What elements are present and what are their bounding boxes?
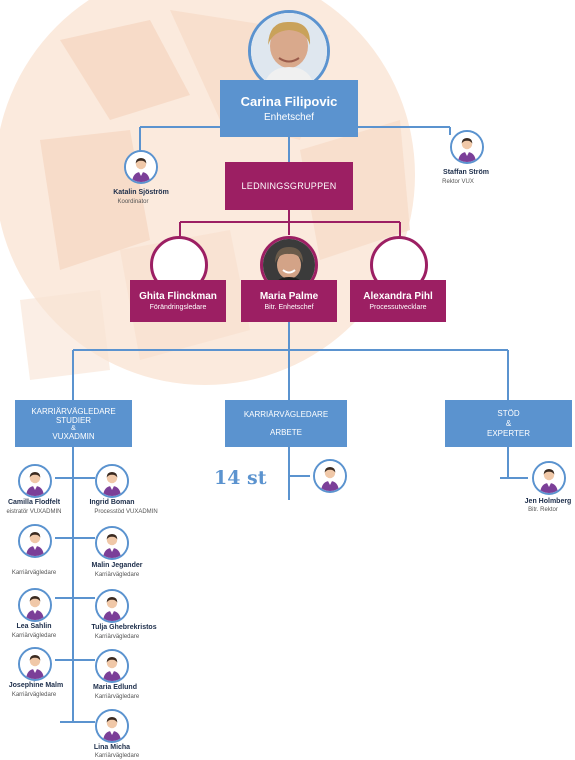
staff-role: Karriärvägledare xyxy=(11,692,57,698)
leadership-group-box: LEDNINGSGRUPPEN xyxy=(225,162,353,210)
leader-name: Maria Palme xyxy=(259,291,319,302)
person-icon xyxy=(532,461,566,495)
staff-name: Josephine Malm xyxy=(8,682,64,689)
person-icon xyxy=(95,464,129,498)
person-icon xyxy=(95,589,129,623)
staff-name: Malin Jegander xyxy=(91,562,143,569)
staff-name: Lea Sahlin xyxy=(16,623,52,630)
staff-role: Karriärvägledare xyxy=(11,570,57,576)
work-count: 14 st xyxy=(214,467,267,489)
head-title: Enhetschef xyxy=(263,112,315,123)
leader-name: Ghita Flinckman xyxy=(139,291,217,302)
staff-role: Karriärvägledare xyxy=(94,694,140,700)
expert-name: Jen Holmberg xyxy=(524,498,572,505)
staff-name: Camilla Flodfelt xyxy=(7,499,61,506)
person-icon xyxy=(18,588,52,622)
leader-box: Ghita Flinckman Förändringsledare xyxy=(130,280,226,322)
staff-name: Ingrid Boman xyxy=(89,499,135,506)
leader-role: Bitr. Enhetschef xyxy=(264,304,314,311)
unit-line: KARRIÄRVÄGLEDARE xyxy=(31,406,116,416)
unit-line: VUXADMIN xyxy=(52,431,95,441)
person-icon xyxy=(313,459,347,493)
staff-right-role: Rektor VUX xyxy=(442,179,474,185)
person-icon xyxy=(95,649,129,683)
staff-name: Maria Edlund xyxy=(93,684,137,691)
person-icon xyxy=(18,647,52,681)
leadership-group-label: LEDNINGSGRUPPEN xyxy=(241,181,337,191)
head-name: Carina Filipovic xyxy=(240,94,338,109)
unit-line: & xyxy=(505,418,512,428)
leader-box: Alexandra Pihl Processutvecklare xyxy=(350,280,446,322)
staff-role: eistratör VUXADMIN xyxy=(6,509,62,515)
unit-line: KARRIÄRVÄGLEDARE xyxy=(243,409,329,419)
person-icon xyxy=(95,709,129,743)
leader-role: Processutvecklare xyxy=(369,304,427,311)
unit-line: ARBETE xyxy=(269,427,302,437)
leader-box: Maria Palme Bitr. Enhetschef xyxy=(241,280,337,322)
unit-line: STÖD xyxy=(497,408,520,418)
leader-name: Alexandra Pihl xyxy=(363,291,433,302)
staff-role: Karriärvägledare xyxy=(94,753,140,759)
expert-role: Bitr. Rektor xyxy=(528,507,558,513)
leader-role: Förändringsledare xyxy=(149,304,207,311)
person-icon xyxy=(18,524,52,558)
unit-line: STUDIER xyxy=(55,415,92,425)
person-icon xyxy=(18,464,52,498)
staff-left-role: Koordinator xyxy=(117,199,149,205)
unit-line: EXPERTER xyxy=(487,428,530,438)
person-icon xyxy=(95,526,129,560)
head-box: Carina Filipovic Enhetschef xyxy=(220,80,358,137)
unit-box-support: STÖD & EXPERTER xyxy=(445,400,572,447)
staff-right-name: Staffan Ström xyxy=(443,169,489,176)
person-icon xyxy=(450,130,484,164)
staff-role: Karriärvägledare xyxy=(94,572,140,578)
staff-name: Tulja Ghebrekristos xyxy=(91,624,157,631)
staff-role: Processtöd VUXADMIN xyxy=(94,509,158,515)
unit-box-work: KARRIÄRVÄGLEDARE ARBETE xyxy=(225,400,347,447)
staff-role: Karriärvägledare xyxy=(94,634,140,640)
unit-box-studies: KARRIÄRVÄGLEDARE STUDIER & VUXADMIN xyxy=(15,400,132,447)
staff-role: Karriärvägledare xyxy=(11,633,57,639)
unit-line: & xyxy=(71,424,76,432)
staff-name: Lina Micha xyxy=(93,744,131,751)
person-icon xyxy=(124,150,158,184)
staff-left-name: Katalin Sjöström xyxy=(113,189,169,196)
